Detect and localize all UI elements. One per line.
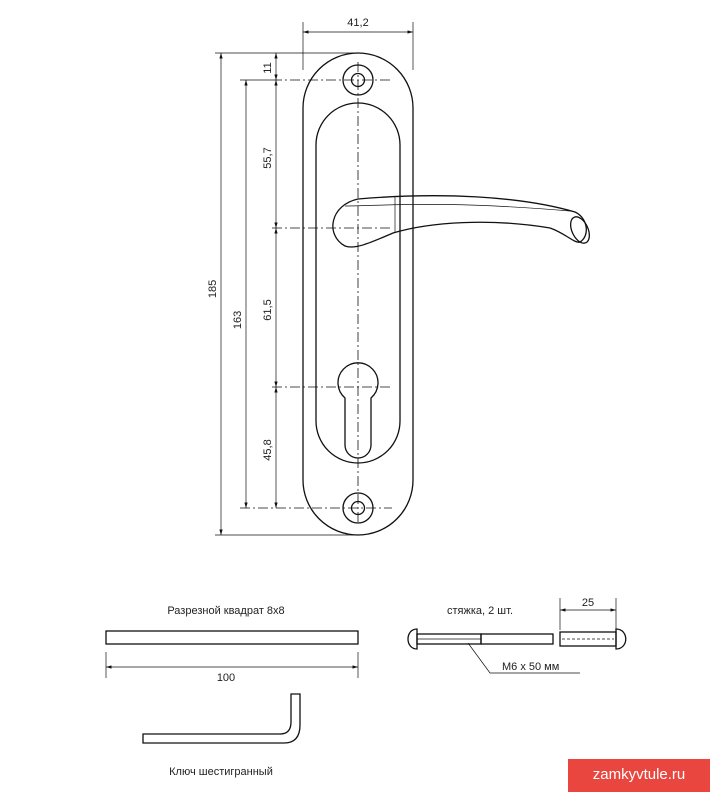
- dim-total-height: 185: [207, 280, 219, 298]
- dim-bolt-sleeve: 25: [582, 597, 594, 609]
- hex-key-label: Ключ шестигранный: [169, 766, 273, 778]
- bolts-label: стяжка, 2 шт.: [447, 605, 513, 617]
- dim-cylinder-to-bottom: 45,8: [262, 439, 274, 460]
- cylinder-cutout: [337, 362, 379, 459]
- watermark-badge: zamkyvtule.ru: [568, 759, 710, 792]
- dim-bar-length: 100: [217, 672, 235, 684]
- hex-key: [142, 693, 301, 744]
- dim-handle-to-cylinder: 61,5: [262, 299, 274, 320]
- square-bar: [105, 630, 359, 645]
- bolt-size-label: М6 х 50 мм: [502, 661, 559, 673]
- watermark-text: zamkyvtule.ru: [592, 766, 686, 783]
- dim-hole-spacing: 163: [232, 311, 244, 329]
- lever-handle: [332, 195, 591, 248]
- square-bar-label: Разрезной квадрат 8х8: [167, 605, 284, 617]
- bolt-sleeve: [559, 628, 627, 650]
- bolt-screw: [407, 628, 554, 650]
- dim-width: 41,2: [347, 17, 368, 29]
- dim-top-offset: 11: [262, 62, 274, 73]
- dim-to-handle: 55,7: [262, 147, 274, 168]
